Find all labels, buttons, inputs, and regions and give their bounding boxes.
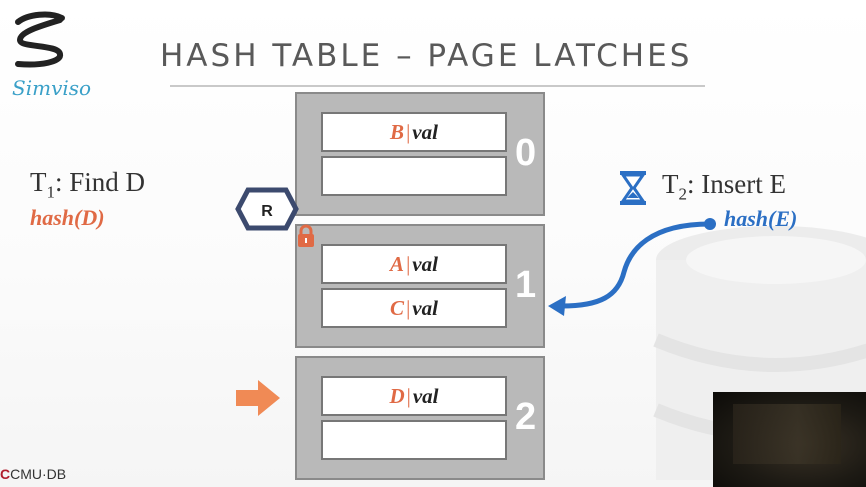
t2-label: T2: Insert E [662, 169, 786, 204]
title-divider [170, 85, 705, 87]
page-number: 2 [515, 396, 537, 438]
arrow-right-icon [236, 380, 280, 416]
slot-empty [321, 420, 507, 460]
slot: C | val [321, 288, 507, 328]
curved-arrow-icon [548, 218, 716, 316]
hourglass-icon [620, 171, 646, 205]
logo-text: Simviso [12, 76, 92, 100]
t1-hash: hash(D) [30, 205, 105, 230]
t2-hash: hash(E) [724, 206, 798, 231]
page-title: HASH TABLE – PAGE LATCHES [160, 38, 693, 74]
cmu-db-brand: CCMU·DB [0, 466, 67, 482]
slot: D | val [321, 376, 507, 416]
hash-page-0: B | val 0 [295, 92, 545, 216]
simviso-logo-icon [15, 11, 65, 68]
hash-page-1: A | val C | val 1 [295, 224, 545, 348]
video-inset [713, 392, 866, 487]
read-latch-badge: R [235, 187, 299, 231]
latch-mode-label: R [261, 203, 273, 220]
slot-empty [321, 156, 507, 196]
simviso-logo: Simviso [10, 8, 92, 108]
slot: B | val [321, 112, 507, 152]
t1-label: T1: Find D [30, 167, 146, 202]
lock-icon [298, 224, 314, 247]
hash-page-2: D | val 2 [295, 356, 545, 480]
page-number: 0 [515, 132, 537, 174]
page-number: 1 [515, 264, 537, 306]
slot: A | val [321, 244, 507, 284]
